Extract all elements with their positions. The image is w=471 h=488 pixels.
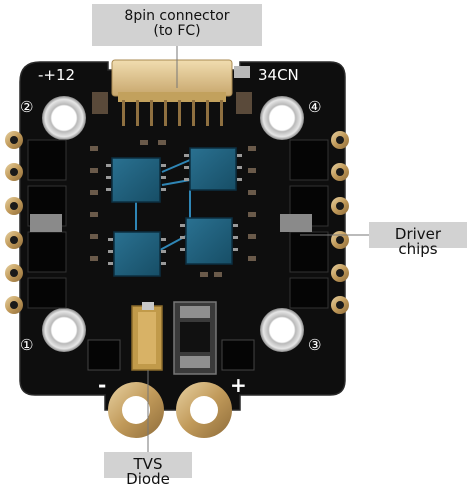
board-label-top-right: 34CN <box>258 66 299 84</box>
pad-label-minus: - <box>98 373 106 397</box>
leader-lines <box>147 46 369 452</box>
connector-callout-line1: 8pin connector <box>124 8 230 24</box>
hole-label-1: ① <box>20 336 33 354</box>
tvs-diode-callout: TVS Diode <box>104 452 192 487</box>
power-pad-minus <box>108 382 164 438</box>
small-chip-left <box>87 339 121 371</box>
driver-chip-2 <box>184 147 242 191</box>
connector-8pin <box>111 59 233 97</box>
connector-callout-line2: (to FC) <box>153 23 201 39</box>
connector-callout: 8pin connector (to FC) <box>92 4 262 46</box>
hole-label-3: ③ <box>308 336 321 354</box>
driver-chip-4 <box>180 217 238 265</box>
power-pad-plus <box>176 382 232 438</box>
small-chip-right <box>221 339 255 371</box>
hole-label-2: ② <box>20 98 33 116</box>
board-label-top-left: -+12 <box>38 66 75 84</box>
pad-label-plus: + <box>230 373 247 397</box>
driver-chips-callout: Driver chips <box>369 222 467 257</box>
hole-label-4: ④ <box>308 98 321 116</box>
driver-chip-1 <box>106 157 166 203</box>
driver-chip-3 <box>108 231 166 277</box>
